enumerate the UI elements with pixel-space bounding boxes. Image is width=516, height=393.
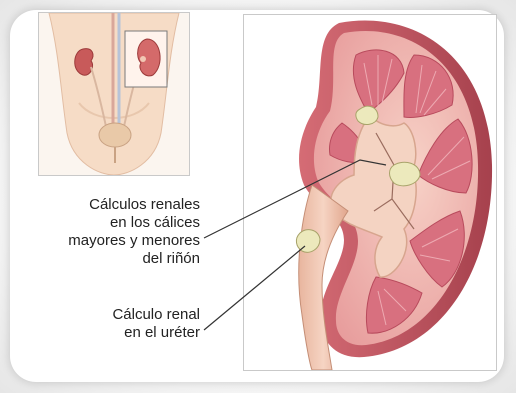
label-line: en los cálices xyxy=(68,214,200,232)
stone-ureter xyxy=(296,230,320,253)
stone-major-calyx xyxy=(390,162,421,186)
torso-inset xyxy=(38,12,190,176)
label-line: Cálculo renal xyxy=(112,306,200,324)
label-calices-stones: Cálculos renales en los cálices mayores … xyxy=(68,196,200,268)
inset-left-kidney-icon xyxy=(75,49,93,76)
label-line: en el uréter xyxy=(112,324,200,342)
stone-upper-calyx xyxy=(356,106,378,124)
kidney-section-panel xyxy=(243,14,497,371)
label-line: Cálculos renales xyxy=(68,196,200,214)
label-line: del riñón xyxy=(68,250,200,268)
kidney-cross-section-icon xyxy=(244,15,496,370)
label-line: mayores y menores xyxy=(68,232,200,250)
body-torso-icon xyxy=(39,13,189,175)
inset-right-kidney-icon xyxy=(138,39,160,76)
label-ureter-stone: Cálculo renal en el uréter xyxy=(112,306,200,342)
